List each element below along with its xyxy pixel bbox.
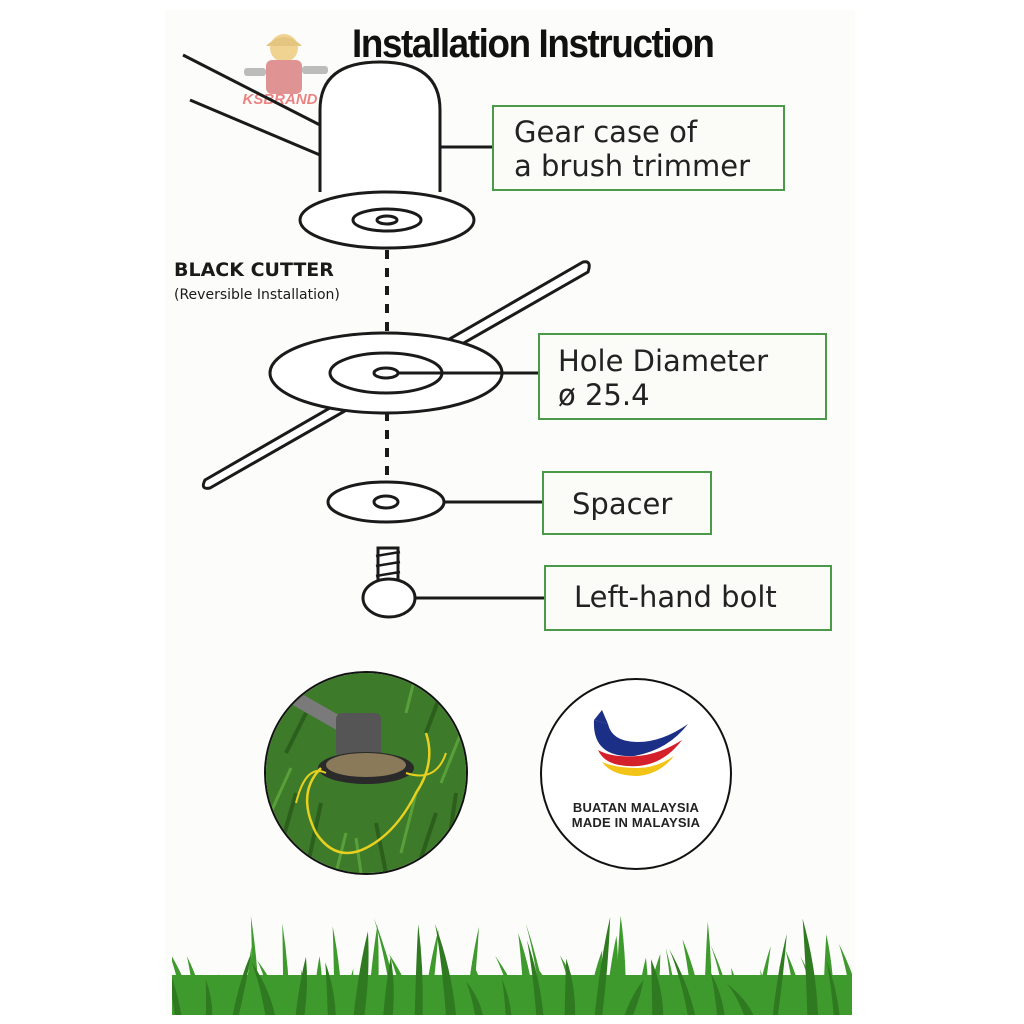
- cutter-title: BLACK CUTTER: [174, 259, 334, 281]
- badge-text-english: MADE IN MALAYSIA: [542, 815, 730, 830]
- cutter-subtitle: (Reversible Installation): [174, 287, 340, 303]
- badge-text-malay: BUATAN MALAYSIA: [542, 800, 730, 815]
- gear-case-flange: [300, 192, 474, 248]
- spacer-washer: [328, 482, 444, 522]
- gear-case-body: [320, 62, 440, 192]
- hole-diameter-label: Hole Diameter ø 25.4: [538, 333, 827, 420]
- made-in-malaysia-badge: BUATAN MALAYSIA MADE IN MALAYSIA: [540, 678, 732, 870]
- shaft-line-upper: [183, 55, 320, 125]
- left-hand-bolt: [363, 548, 415, 617]
- grass-decoration: [172, 905, 852, 1015]
- spacer-label: Spacer: [542, 471, 712, 535]
- gear-case-label-line-2: a brush trimmer: [514, 149, 783, 183]
- spacer-label-text: Spacer: [572, 487, 710, 521]
- malaysia-swoosh-logo: [542, 680, 730, 790]
- bolt-label-text: Left-hand bolt: [574, 580, 830, 614]
- hole-diameter-label-line-1: Hole Diameter: [558, 344, 825, 378]
- trimmer-photo: [264, 671, 468, 875]
- shaft-line-lower: [190, 100, 320, 155]
- gear-case-label: Gear case of a brush trimmer: [492, 105, 785, 191]
- gear-case-label-line-1: Gear case of: [514, 115, 783, 149]
- hole-diameter-label-line-2: ø 25.4: [558, 378, 825, 412]
- bolt-label: Left-hand bolt: [544, 565, 832, 631]
- installation-diagram: [0, 0, 1024, 660]
